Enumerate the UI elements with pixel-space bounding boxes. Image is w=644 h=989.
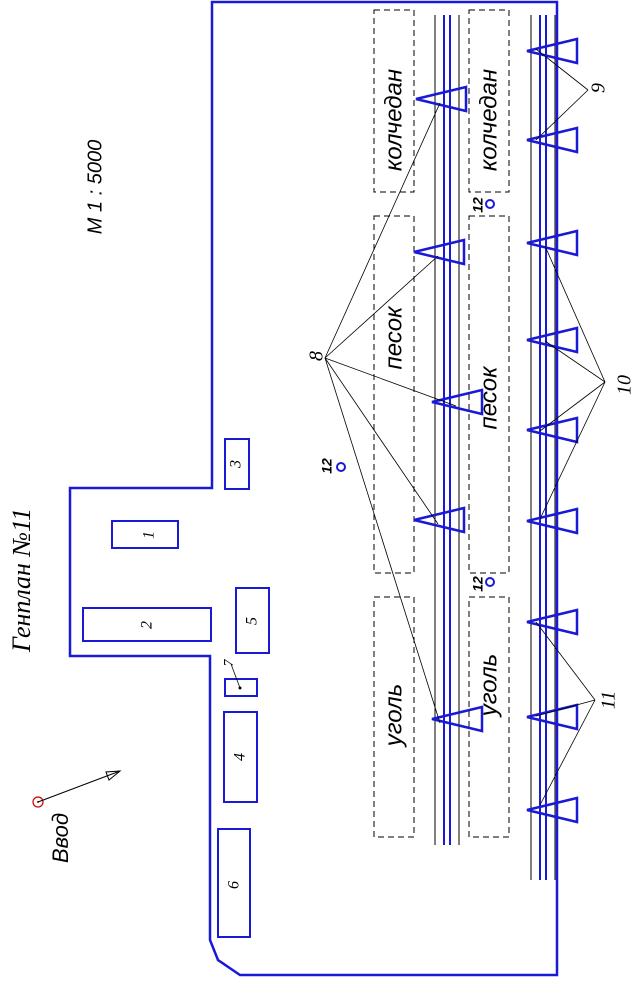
- callout-8: 8: [306, 351, 328, 361]
- storage-label-pesok: песок: [380, 305, 407, 370]
- point-12-label-b: 12: [470, 197, 486, 213]
- storage-area-pesok-left: песок: [373, 215, 415, 574]
- point-marker-icon: [485, 199, 495, 209]
- callout-9: 9: [588, 83, 610, 93]
- triangle-icon: [431, 388, 484, 416]
- point-12-a: 12: [319, 458, 346, 474]
- triangle-icon: [431, 705, 484, 733]
- storage-label-kolchedan: колчедан: [380, 69, 407, 171]
- leaders-11: [535, 621, 596, 806]
- building-3-label: 3: [228, 460, 245, 469]
- triangle-icon: [526, 326, 579, 354]
- storage-area-kolchedan-left: колчедан: [373, 9, 415, 193]
- storage-area-pesok-right: песок: [468, 215, 510, 574]
- point-12-label-a: 12: [319, 458, 335, 474]
- triangle-icon: [526, 126, 579, 154]
- building-4-label: 4: [232, 753, 249, 761]
- point-12-b: 12: [470, 197, 495, 213]
- storage-label-kolchedan-2: колчедан: [475, 69, 502, 171]
- entrance-marker: Ввод: [32, 770, 122, 863]
- plan-title: Генплан №11: [7, 508, 36, 653]
- storage-label-pesok-2: песок: [475, 365, 502, 430]
- building-6-label: 6: [226, 881, 243, 889]
- entrance-arrow-icon: [37, 770, 121, 803]
- leaders-8: [324, 102, 457, 724]
- triangle-icon: [526, 37, 579, 65]
- leaders-10: [539, 245, 606, 520]
- triangle-icon: [526, 416, 579, 444]
- point-marker-icon: [485, 577, 495, 587]
- building-5-label: 5: [244, 617, 261, 625]
- building-2-label: 2: [139, 621, 156, 629]
- crane-markers-11: [526, 608, 579, 824]
- building-2: 2: [82, 607, 212, 642]
- building-7: 7: [222, 659, 258, 697]
- point-12-label-c: 12: [470, 576, 486, 592]
- triangle-icon: [526, 229, 579, 257]
- triangle-icon: [415, 85, 468, 113]
- storage-label-ugol: уголь: [380, 684, 407, 749]
- triangle-icon: [413, 506, 466, 534]
- entrance-label: Ввод: [48, 813, 73, 863]
- entrance-point-icon: [32, 796, 44, 808]
- building-5: 5: [235, 587, 270, 654]
- crane-markers-8: [413, 85, 484, 733]
- building-1-label: 1: [141, 531, 158, 539]
- scale-label: М 1 : 5000: [84, 140, 106, 235]
- triangle-icon: [526, 608, 579, 636]
- building-6: 6: [217, 828, 251, 938]
- triangle-icon: [413, 238, 466, 266]
- crane-markers-10: [526, 229, 579, 535]
- storage-area-kolchedan-right: колчедан: [468, 9, 510, 193]
- building-3: 3: [224, 438, 250, 490]
- storage-area-ugol-left: уголь: [373, 596, 415, 838]
- point-marker-icon: [336, 462, 346, 472]
- building-1: 1: [111, 520, 179, 549]
- building-4: 4: [223, 711, 258, 803]
- triangle-icon: [526, 703, 579, 731]
- callout-11: 11: [598, 691, 620, 710]
- building-7-label: 7: [222, 659, 237, 667]
- storage-area-ugol-right: уголь: [468, 596, 510, 838]
- point-12-c: 12: [470, 576, 495, 592]
- triangle-icon: [526, 796, 579, 824]
- leaders-9: [535, 48, 589, 141]
- rail-track-right: [530, 15, 556, 880]
- callout-10: 10: [614, 375, 636, 395]
- site-boundary: [68, 0, 559, 977]
- crane-markers-9: [526, 37, 579, 154]
- triangle-icon: [526, 507, 579, 535]
